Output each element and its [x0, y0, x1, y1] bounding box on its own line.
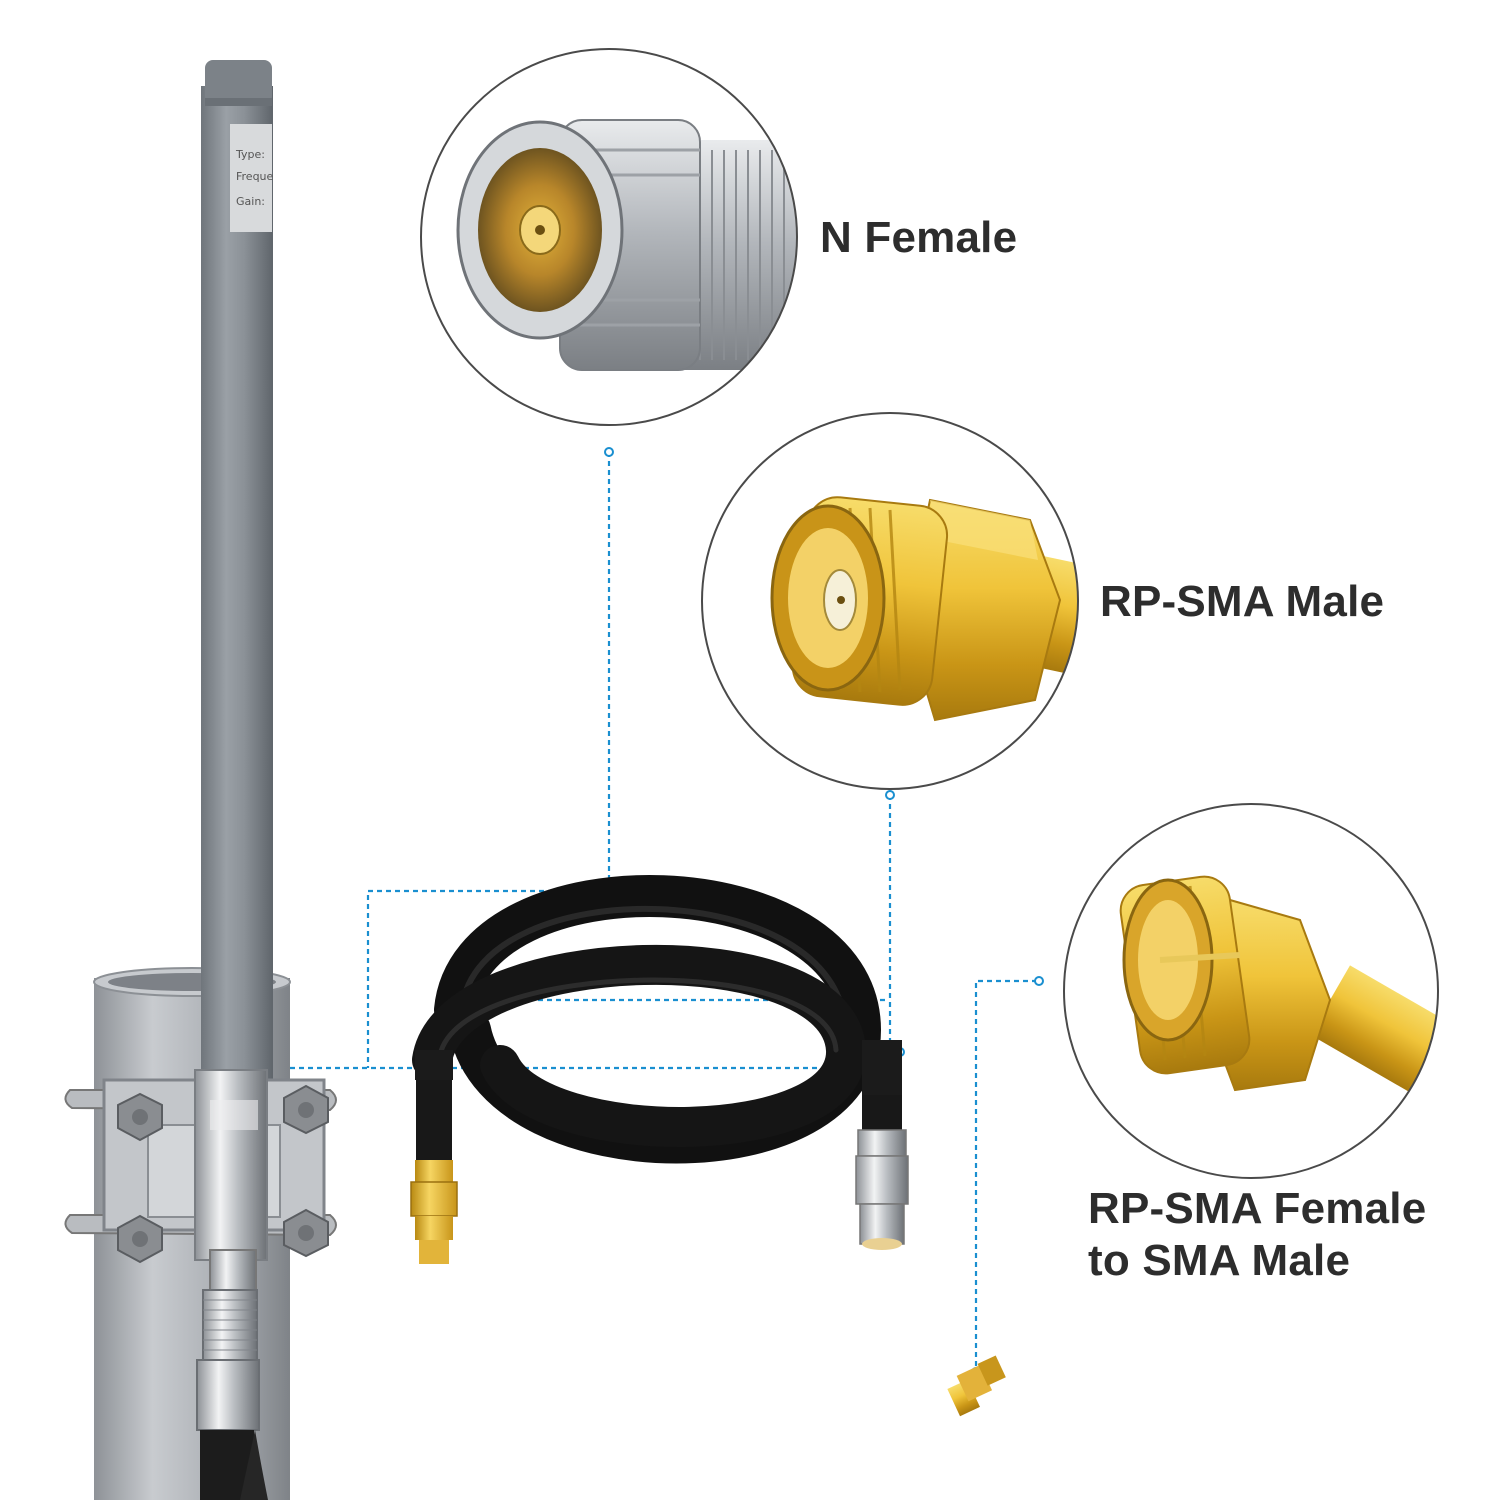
dot-adapter	[1034, 976, 1044, 986]
antenna: Type: Freque Gain:	[201, 60, 274, 1086]
antenna-n-connector	[196, 1289, 268, 1500]
label-adapter-line-2: to SMA Male	[1088, 1235, 1351, 1285]
cable-rp-sma-end	[410, 1160, 458, 1264]
rp-sma-male-closeup	[701, 412, 1079, 790]
adapter-closeup	[1063, 803, 1439, 1179]
label-n-female-text: N Female	[820, 213, 1018, 262]
label-adapter: RP-SMA Female to SMA Male	[1088, 1183, 1426, 1287]
label-adapter-line-1: RP-SMA Female	[1088, 1184, 1427, 1233]
coax-cable	[412, 875, 882, 1164]
n-female-closeup	[420, 48, 798, 426]
label-rp-sma-male: RP-SMA Male	[1100, 576, 1384, 628]
label-n-female: N Female	[820, 212, 1017, 264]
line-adapter	[974, 979, 1037, 1372]
line-n-female	[366, 452, 611, 1068]
line-rp-sma-male	[888, 795, 897, 1072]
label-rp-sma-male-text: RP-SMA Male	[1100, 577, 1385, 626]
sticker-line-2: Freque	[236, 170, 274, 183]
cable-n-female-end	[855, 1129, 909, 1250]
cable-ends	[415, 1040, 902, 1160]
small-adapter	[947, 1355, 1006, 1417]
dot-n-female	[604, 447, 614, 457]
sticker-line-3: Gain:	[236, 195, 265, 208]
sticker-line-1: Type:	[235, 148, 265, 161]
dot-rp-sma	[885, 790, 895, 800]
antenna-sticker	[230, 124, 272, 232]
mounting-bracket	[64, 1069, 337, 1291]
